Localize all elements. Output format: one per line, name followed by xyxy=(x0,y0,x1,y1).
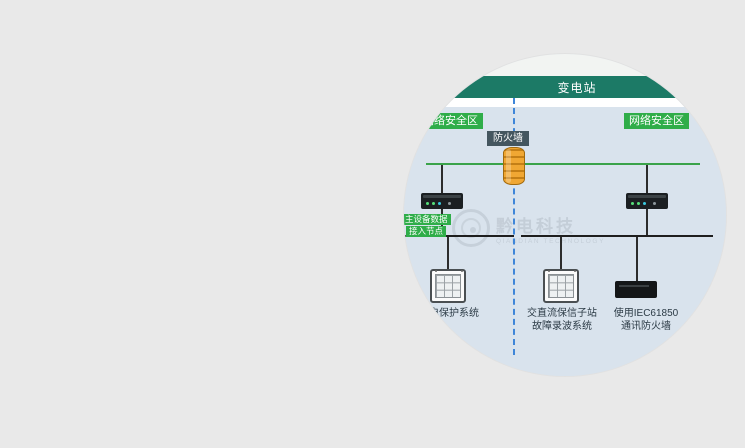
substation-title: 变电站 xyxy=(557,80,597,95)
watermark-logo-icon xyxy=(452,209,490,247)
substation-header-bar: 变电站 xyxy=(404,76,726,98)
device-label-left: 继电保护系统 xyxy=(419,308,479,319)
device-label-middle: 交直流保信子站 故障录波系统 xyxy=(512,307,612,333)
diagram-circle: 变电站 黔电科技 QIANDIAN TECHNOLOGY 网络安全区 网络安全区… xyxy=(404,54,726,376)
access-node-label-line1: 主设备数据 xyxy=(404,214,451,225)
protection-relay-middle-icon xyxy=(543,269,579,303)
relay-grid-panel xyxy=(435,274,461,298)
circle-top-band xyxy=(404,54,726,76)
device-label-right-line2: 通讯防火墙 xyxy=(621,321,671,332)
device-label-middle-line2: 故障录波系统 xyxy=(532,321,592,332)
bus-line-left xyxy=(404,235,514,237)
firewall-icon xyxy=(503,147,525,185)
device-label-right-line1: 使用IEC61850 xyxy=(613,308,679,319)
security-zone-divider-line xyxy=(513,98,515,355)
network-backbone-line xyxy=(426,163,700,165)
zone-label-left: 网络安全区 xyxy=(418,113,483,129)
network-switch-left-icon xyxy=(421,193,463,209)
device-label-right: 使用IEC61850 通讯防火墙 xyxy=(590,307,702,333)
gateway-device-icon xyxy=(615,281,657,298)
device-label-middle-line1: 交直流保信子站 xyxy=(527,308,597,319)
network-switch-right-icon xyxy=(626,193,668,209)
protection-relay-left-icon xyxy=(430,269,466,303)
zone-label-right: 网络安全区 xyxy=(624,113,689,129)
watermark-company-subtitle: QIANDIAN TECHNOLOGY xyxy=(496,237,606,245)
drop-line-right-device xyxy=(636,237,638,281)
connector-right-switch-down xyxy=(646,209,648,236)
header-divider-strip xyxy=(404,98,726,107)
bus-line-right xyxy=(521,235,713,237)
watermark-company-name: 黔电科技 xyxy=(496,216,576,236)
drop-line-middle-device xyxy=(560,237,562,269)
drop-line-left-device xyxy=(447,237,449,269)
watermark-text: 黔电科技 QIANDIAN TECHNOLOGY xyxy=(496,212,605,245)
firewall-label: 防火墙 xyxy=(487,131,529,146)
access-node-label-line2: 接入节点 xyxy=(406,226,447,237)
connector-right-switch-up xyxy=(646,165,648,193)
watermark: 黔电科技 QIANDIAN TECHNOLOGY xyxy=(452,209,605,247)
connector-left-switch-up xyxy=(441,165,443,193)
relay-grid-panel xyxy=(548,274,574,298)
